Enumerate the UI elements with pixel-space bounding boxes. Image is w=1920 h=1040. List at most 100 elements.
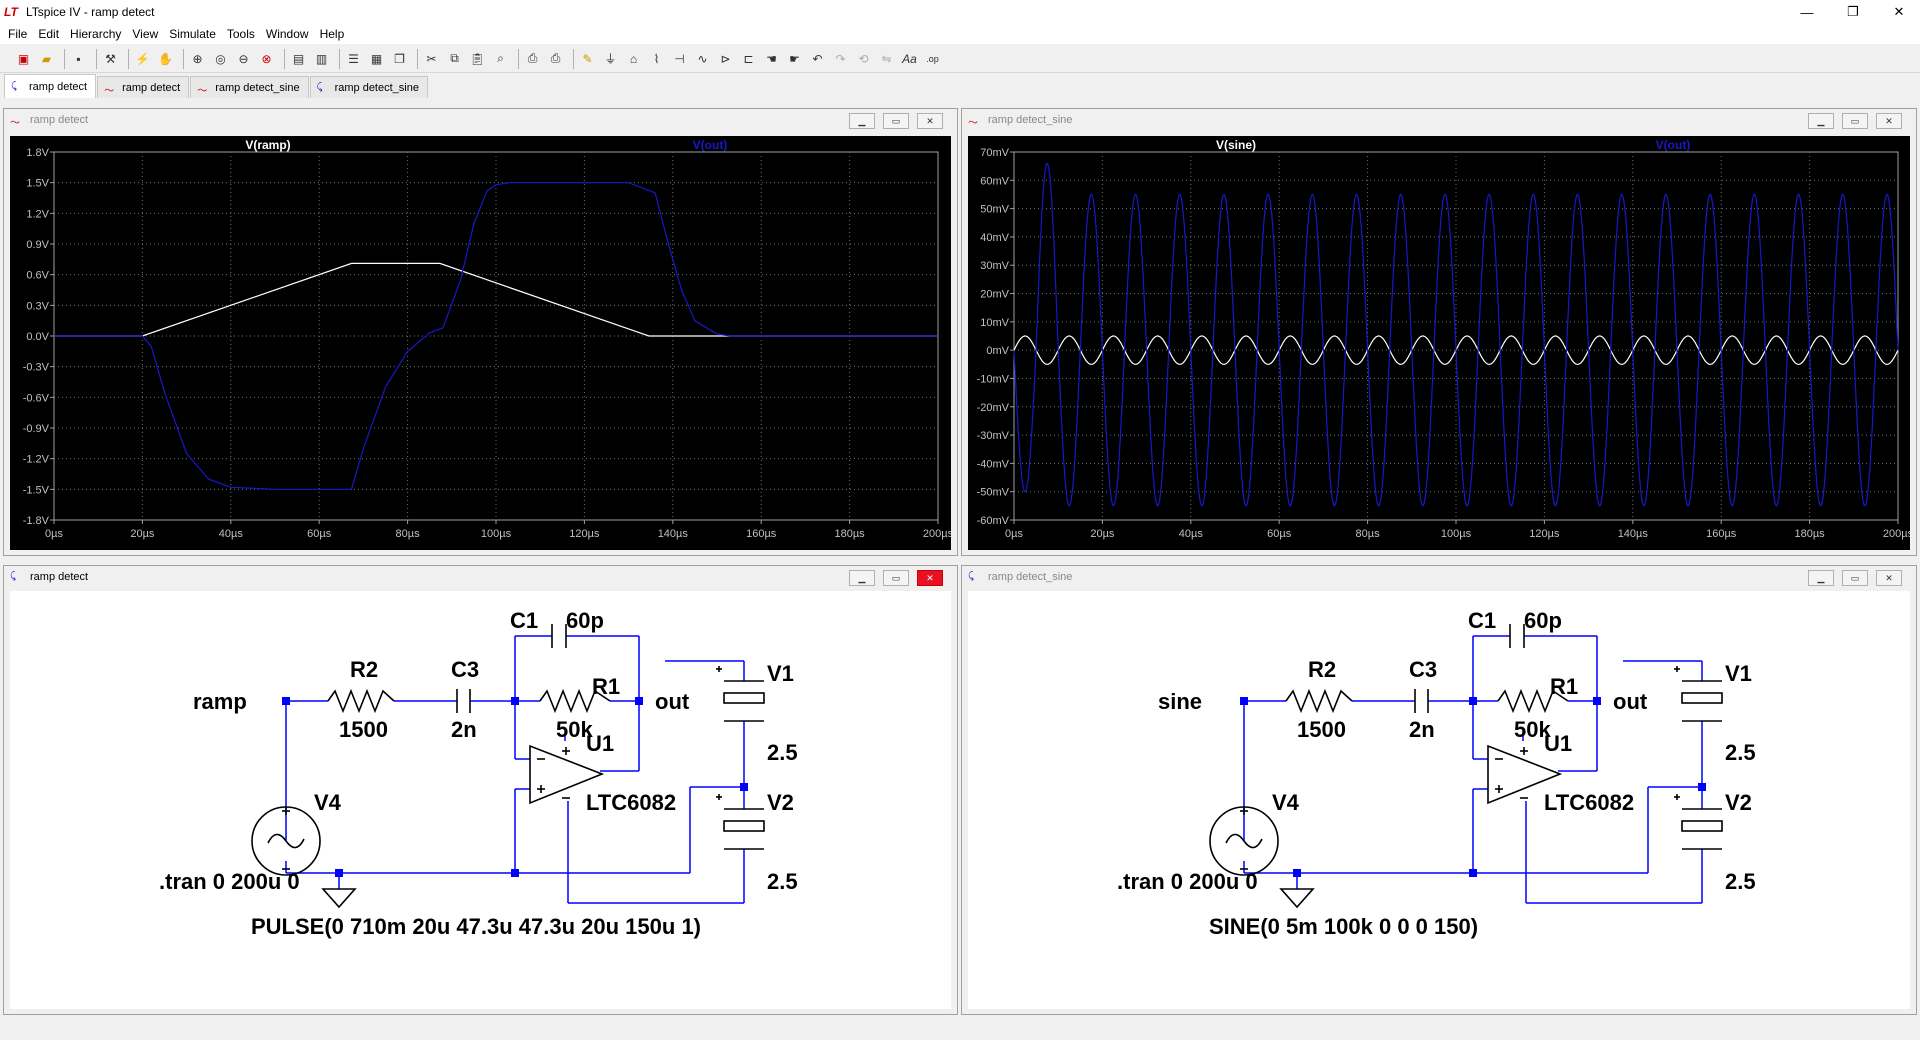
schematic-canvas[interactable]: ramp R2 1500 C3 2n C1 60p R1 50k out U1 … bbox=[10, 591, 951, 1009]
label-net-icon[interactable]: ⌂ bbox=[629, 51, 638, 66]
mirror-icon[interactable]: ⇋ bbox=[881, 51, 892, 66]
r1-ref[interactable]: R1 bbox=[1550, 674, 1578, 699]
schematic-drawing[interactable]: sine R2 1500 C3 2n C1 60p R1 50k out U1 … bbox=[968, 591, 1910, 1009]
find-icon[interactable]: ⌕ bbox=[497, 51, 504, 65]
rotate-icon[interactable]: ⟲ bbox=[858, 51, 869, 66]
redo-icon[interactable]: ↷ bbox=[835, 51, 846, 66]
menu-file[interactable]: File bbox=[8, 27, 28, 41]
trace-label-vsine[interactable]: V(sine) bbox=[1216, 138, 1256, 152]
cascade-icon[interactable]: ❐ bbox=[394, 51, 405, 66]
print-preview-icon[interactable]: ⎙ bbox=[527, 51, 538, 65]
inductor-icon[interactable]: ∿ bbox=[697, 51, 708, 66]
maximize-window-button[interactable]: ▭ bbox=[883, 570, 909, 586]
u1-ref[interactable]: U1 bbox=[1544, 731, 1572, 756]
minimize-button[interactable]: — bbox=[1800, 4, 1814, 20]
u1-value[interactable]: LTC6082 bbox=[1544, 790, 1634, 815]
text-icon[interactable]: Aa bbox=[902, 51, 917, 66]
drag-hand-icon[interactable]: ☛ bbox=[789, 51, 800, 66]
r1-value[interactable]: 50k bbox=[1514, 717, 1551, 742]
print-icon[interactable]: ⎙ bbox=[550, 51, 561, 65]
menu-simulate[interactable]: Simulate bbox=[169, 27, 216, 41]
c3-value[interactable]: 2n bbox=[1409, 717, 1435, 742]
maximize-window-button[interactable]: ▭ bbox=[1842, 570, 1868, 586]
cut-icon[interactable]: ✂ bbox=[426, 51, 437, 66]
maximize-window-button[interactable]: ▭ bbox=[883, 113, 909, 129]
menu-view[interactable]: View bbox=[132, 27, 159, 41]
maximize-window-button[interactable]: ▭ bbox=[1842, 113, 1868, 129]
paste-icon[interactable]: 📋︎ bbox=[469, 51, 486, 66]
close-window-button[interactable]: ✕ bbox=[917, 570, 943, 586]
minimize-window-button[interactable]: ▁ bbox=[849, 570, 875, 586]
source-value[interactable]: SINE(0 5m 100k 0 0 0 150) bbox=[1209, 914, 1478, 939]
autorange-icon[interactable]: ▤ bbox=[292, 51, 305, 66]
menu-hierarchy[interactable]: Hierarchy bbox=[70, 27, 122, 41]
net-label-out[interactable]: out bbox=[1613, 689, 1648, 714]
new-schematic-icon[interactable]: ▣ bbox=[17, 51, 30, 66]
pan-hand-icon[interactable]: ✋ bbox=[158, 51, 173, 66]
zoom-out-icon[interactable]: ⊖ bbox=[238, 51, 249, 66]
source-value[interactable]: PULSE(0 710m 20u 47.3u 47.3u 20u 150u 1) bbox=[251, 914, 701, 939]
grid-toggle-icon[interactable]: ▥ bbox=[315, 51, 328, 66]
v2-value[interactable]: 2.5 bbox=[1725, 869, 1756, 894]
schematic-window-sine[interactable]: ⤹ ramp detect_sine ▁ ▭ ✕ bbox=[961, 565, 1917, 1015]
c1-ref[interactable]: C1 bbox=[1468, 608, 1496, 633]
spice-directive[interactable]: .tran 0 200u 0 bbox=[1117, 869, 1258, 894]
r1-value[interactable]: 50k bbox=[556, 717, 593, 742]
schematic-canvas[interactable]: sine R2 1500 C3 2n C1 60p R1 50k out U1 … bbox=[968, 591, 1910, 1009]
zoom-fit-icon[interactable]: ⊗ bbox=[261, 51, 272, 66]
component-icon[interactable]: ⊏ bbox=[743, 51, 754, 66]
tab-ramp-detect-schematic[interactable]: ⤹ ramp detect bbox=[4, 74, 97, 98]
waveform-plot[interactable]: V(sine) V(out) 70mV60mV50mV40mV30mV20mV1… bbox=[968, 136, 1914, 550]
resistor-icon[interactable]: ⌇ bbox=[653, 51, 660, 66]
net-label-input[interactable]: sine bbox=[1158, 689, 1202, 714]
net-label-out[interactable]: out bbox=[655, 689, 690, 714]
minimize-window-button[interactable]: ▁ bbox=[849, 113, 875, 129]
move-hand-icon[interactable]: ☚ bbox=[766, 51, 777, 66]
c1-value[interactable]: 60p bbox=[566, 608, 604, 633]
close-button[interactable]: ✕ bbox=[1893, 4, 1905, 19]
r2-value[interactable]: 1500 bbox=[1297, 717, 1346, 742]
u1-value[interactable]: LTC6082 bbox=[586, 790, 676, 815]
run-icon[interactable]: ⚡ bbox=[135, 51, 150, 66]
draw-wire-icon[interactable]: ✎ bbox=[582, 51, 593, 66]
menu-window[interactable]: Window bbox=[265, 27, 309, 41]
c1-value[interactable]: 60p bbox=[1524, 608, 1562, 633]
menu-edit[interactable]: Edit bbox=[38, 27, 60, 41]
minimize-window-button[interactable]: ▁ bbox=[1808, 113, 1834, 129]
capacitor-icon[interactable]: ⊣ bbox=[674, 51, 685, 66]
waveform-window-sine[interactable]: 〜 ramp detect_sine ▁ ▭ ✕ V(sine) V(out) … bbox=[961, 108, 1917, 556]
diode-icon[interactable]: ⊳ bbox=[720, 51, 731, 66]
close-window-button[interactable]: ✕ bbox=[1876, 570, 1902, 586]
tab-ramp-detect-waveform[interactable]: 〜 ramp detect bbox=[97, 76, 190, 98]
v1-value[interactable]: 2.5 bbox=[767, 740, 798, 765]
v4-ref[interactable]: V4 bbox=[314, 790, 342, 815]
trace-label-vout[interactable]: V(out) bbox=[1656, 138, 1691, 152]
r2-ref[interactable]: R2 bbox=[1308, 657, 1336, 682]
v2-ref[interactable]: V2 bbox=[1725, 790, 1752, 815]
zoom-in-icon[interactable]: ⊕ bbox=[192, 51, 203, 66]
u1-ref[interactable]: U1 bbox=[586, 731, 614, 756]
v2-ref[interactable]: V2 bbox=[767, 790, 794, 815]
tab-ramp-detect-sine-schematic[interactable]: ⤹ ramp detect_sine bbox=[309, 76, 428, 98]
v2-value[interactable]: 2.5 bbox=[767, 869, 798, 894]
spice-directive-icon[interactable]: .op bbox=[926, 53, 939, 64]
c3-ref[interactable]: C3 bbox=[451, 657, 479, 682]
close-window-button[interactable]: ✕ bbox=[1876, 113, 1902, 129]
v1-ref[interactable]: V1 bbox=[1725, 661, 1752, 686]
menu-tools[interactable]: Tools bbox=[226, 27, 255, 41]
restore-button[interactable]: ❐ bbox=[1847, 4, 1859, 19]
tab-ramp-detect-sine-waveform[interactable]: 〜 ramp detect_sine bbox=[190, 76, 309, 98]
v1-value[interactable]: 2.5 bbox=[1725, 740, 1756, 765]
net-label-input[interactable]: ramp bbox=[193, 689, 247, 714]
minimize-window-button[interactable]: ▁ bbox=[1808, 570, 1834, 586]
schematic-drawing[interactable]: ramp R2 1500 C3 2n C1 60p R1 50k out U1 … bbox=[10, 591, 951, 1009]
waveform-plot[interactable]: V(ramp) V(out) 1.8V1.5V1.2V0.9V0.6V0.3V0… bbox=[10, 136, 954, 550]
r2-value[interactable]: 1500 bbox=[339, 717, 388, 742]
copy-icon[interactable]: ⧉ bbox=[450, 51, 459, 65]
tile-vertical-icon[interactable]: ▦ bbox=[370, 51, 383, 66]
r2-ref[interactable]: R2 bbox=[350, 657, 378, 682]
c1-ref[interactable]: C1 bbox=[510, 608, 538, 633]
